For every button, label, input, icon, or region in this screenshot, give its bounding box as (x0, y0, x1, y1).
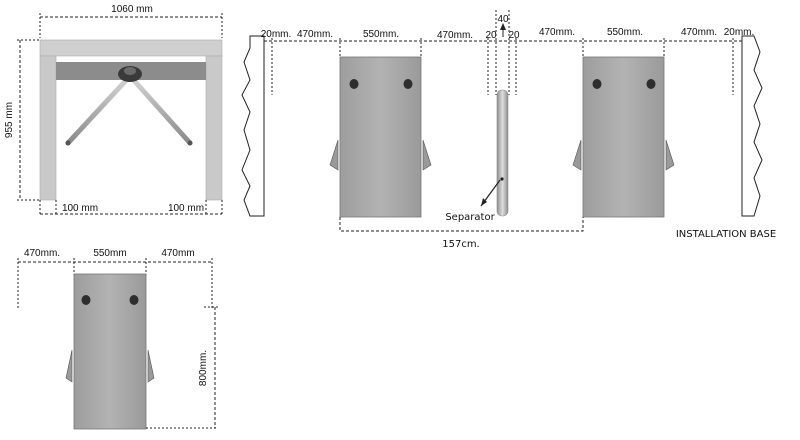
lane-4-label: 470mm. (681, 27, 717, 38)
plan-turnstile-1 (269, 56, 491, 218)
single-cabinet-label: 550mm (93, 248, 126, 259)
tripod-arm-right (127, 73, 193, 146)
right-end-gap-label: 20mm. (724, 27, 755, 38)
left-wall (241, 35, 265, 217)
single-depth-label: 800mm. (198, 350, 209, 386)
lane-1-label: 470mm. (297, 29, 333, 40)
single-indicator-left (81, 295, 91, 305)
front-width-label: 1060 mm (111, 4, 153, 15)
cabinet-1-label: 550mm. (363, 29, 399, 40)
plan-turnstile-2 (513, 56, 736, 218)
installation-base-label: INSTALLATION BASE (676, 229, 776, 240)
turnstile-2-indicator-right (646, 79, 656, 89)
turnstile-2-indicator-left (592, 79, 602, 89)
separator-width-label: 40 (497, 14, 509, 25)
separator-label: Separator (445, 212, 495, 223)
lane-2-label: 470mm. (437, 30, 473, 41)
front-height-label: 955 mm (4, 102, 15, 138)
lane-3-label: 470mm. (539, 27, 575, 38)
single-right-arm-label: 470mm (161, 248, 194, 259)
separator-post (496, 89, 509, 217)
frame-right-leg (205, 55, 223, 201)
span-dim-line (339, 217, 584, 232)
separator-gap-right-label: 20 (508, 30, 520, 41)
front-view: 1060 mm 955 mm 100 mm 100 mm (4, 4, 223, 216)
left-end-gap-label: 20mm. (261, 29, 292, 40)
cabinet-2-label: 550mm. (607, 27, 643, 38)
plan-view: 20mm. 470mm. 550mm. 470mm. 20 40 20 470m… (241, 10, 776, 250)
right-wall (741, 35, 763, 217)
single-unit-view: 470mm. 550mm 470mm 800mm. (15, 248, 218, 430)
right-leg-label: 100 mm (168, 203, 204, 214)
left-leg-label: 100 mm (62, 203, 98, 214)
turnstile-1-indicator-right (403, 79, 413, 89)
turnstile-1-indicator-left (349, 79, 359, 89)
single-left-arm-label: 470mm. (24, 248, 60, 259)
span-label: 157cm. (442, 239, 480, 250)
single-indicator-right (129, 295, 139, 305)
frame-top-beam (39, 39, 223, 57)
separator-gap-left-label: 20 (485, 30, 497, 41)
frame-left-leg (39, 55, 57, 201)
tripod-arm-left (65, 73, 133, 146)
